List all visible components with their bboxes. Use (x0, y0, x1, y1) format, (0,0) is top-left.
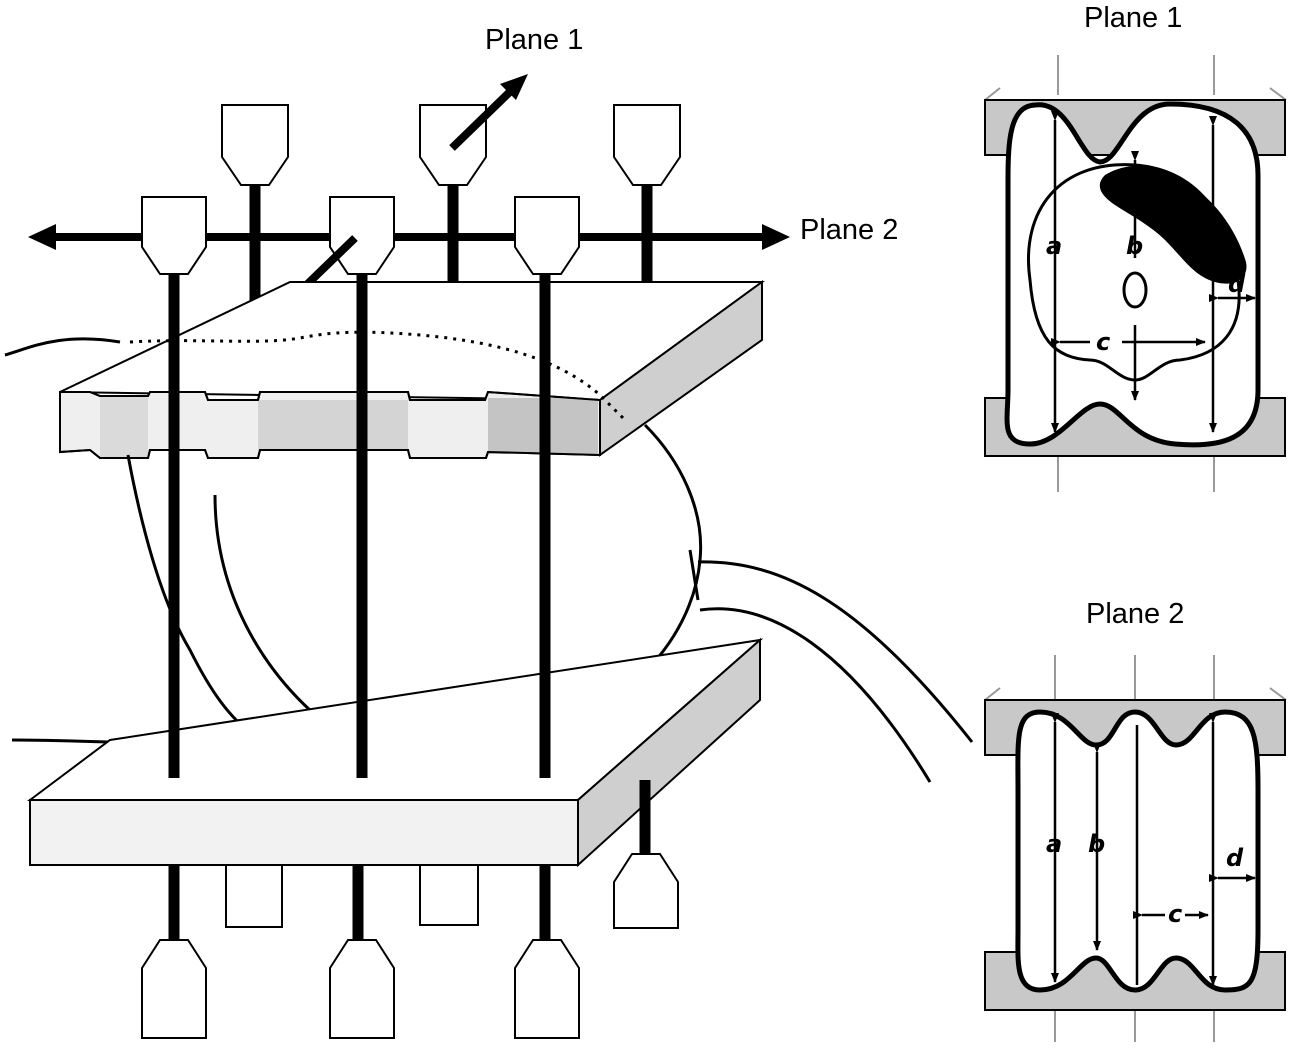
lower-pin-caps (141, 853, 679, 1039)
inset1-tissue-outline (1027, 163, 1241, 382)
inset2-measure-lines (1051, 713, 1256, 986)
tube (688, 549, 974, 783)
inset2-label-d: d (1226, 844, 1244, 872)
front-pin-stems (168, 274, 551, 778)
main-plane1-label: Plane 1 (485, 24, 584, 56)
main-plane2-label: Plane 2 (800, 214, 899, 246)
inset1-label-a: a (1046, 232, 1062, 260)
inset1-measure-lines (1051, 111, 1256, 433)
inset1-label-c: c (1096, 328, 1110, 356)
inset1-guide-lines (984, 55, 1287, 492)
front-pin-caps (141, 196, 580, 275)
inset2-label-c: c (1168, 900, 1182, 928)
top-compression-plate (59, 280, 766, 459)
inset1-title: Plane 1 (1084, 2, 1183, 34)
back-pin-caps (221, 104, 681, 186)
main-illustration (4, 74, 974, 1039)
inset2-guide-lines (984, 655, 1287, 1042)
inset2-title: Plane 2 (1086, 598, 1185, 630)
skin-contour-line (4, 337, 121, 357)
inset-plane2: a b c d (984, 655, 1287, 1042)
inset2-label-a: a (1046, 830, 1062, 858)
inset1-label-b: b (1126, 232, 1143, 260)
inset1-label-d: d (1228, 270, 1246, 298)
bottom-compression-plate (27, 637, 764, 868)
inset1-nipple (1122, 271, 1148, 309)
inset-plane1: a b c d (984, 55, 1287, 492)
lower-pin-stems (168, 780, 651, 942)
inset2-label-b: b (1088, 830, 1105, 858)
